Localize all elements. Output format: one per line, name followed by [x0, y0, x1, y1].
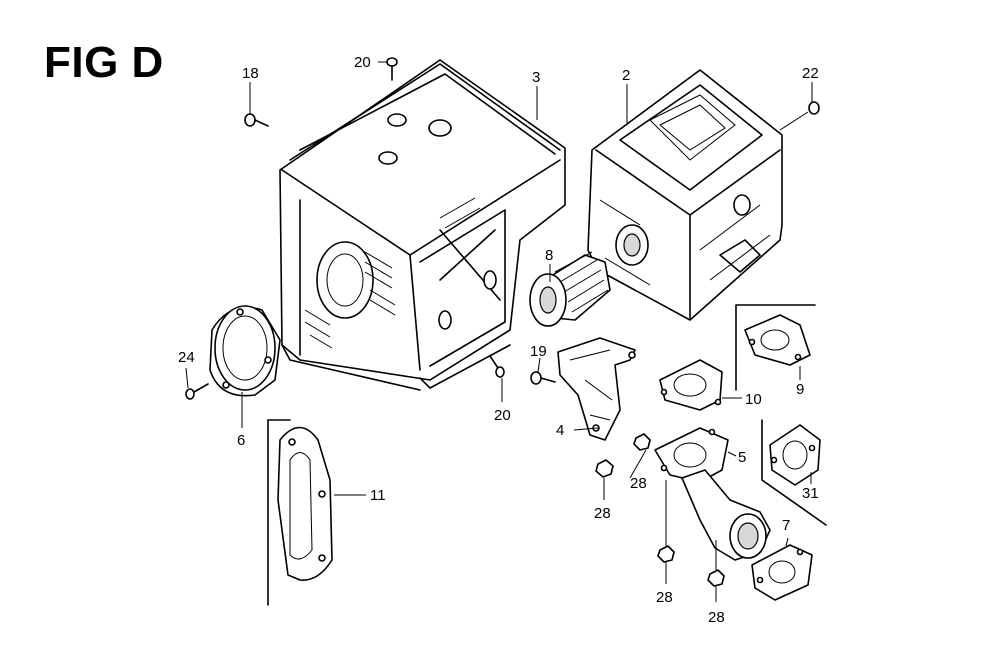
- nut-28-c: [657, 545, 675, 563]
- gasket-part-31: [761, 419, 827, 526]
- muffler-part: [587, 69, 783, 321]
- callout-18: 18: [242, 65, 259, 82]
- callout-11: 11: [370, 487, 386, 504]
- callout-19: 19: [530, 343, 547, 360]
- callout-31: 31: [802, 485, 819, 502]
- callout-28-d: 28: [708, 609, 725, 626]
- spark-arrester-part: [529, 251, 611, 327]
- nut-28-d: [707, 569, 725, 587]
- callout-8: 8: [545, 247, 553, 264]
- callout-20-bottom: 20: [494, 407, 511, 424]
- callout-5: 5: [738, 449, 746, 466]
- nut-28-b: [595, 459, 614, 478]
- bolt-20-bottom: [489, 355, 505, 378]
- callout-9: 9: [796, 381, 804, 398]
- callout-10: 10: [745, 391, 762, 408]
- callout-7: 7: [782, 517, 790, 534]
- bolt-24: [185, 383, 209, 400]
- gasket-part-9: [735, 304, 816, 391]
- bolt-20-top: [386, 57, 398, 81]
- callout-20-top: 20: [354, 54, 371, 71]
- bracket-part: [557, 337, 636, 441]
- callout-3: 3: [532, 69, 540, 86]
- callout-24: 24: [178, 349, 195, 366]
- callout-28-a: 28: [630, 475, 647, 492]
- muffler-protector-part: [279, 59, 566, 391]
- figure-title: FIG D: [44, 38, 164, 87]
- callout-2: 2: [622, 67, 630, 84]
- bolt-22: [808, 101, 820, 115]
- callout-4: 4: [556, 422, 564, 439]
- callout-labels: 18 20 3 2 22 8 24 6 20 19 9 10 4 5 31 28…: [178, 54, 819, 626]
- callout-28-b: 28: [594, 505, 611, 522]
- leader-lines: [185, 61, 813, 602]
- bolt-18: [244, 113, 269, 127]
- callout-28-c: 28: [656, 589, 673, 606]
- gasket-part-7: [751, 544, 813, 601]
- nut-28-a: [633, 433, 651, 451]
- exhaust-pipe-part: [654, 427, 771, 561]
- callout-6: 6: [237, 432, 245, 449]
- gasket-part-10: [659, 359, 723, 411]
- callout-22: 22: [802, 65, 819, 82]
- exhaust-deflector-part: [209, 305, 281, 397]
- cover-part: [267, 419, 333, 606]
- fasteners: [185, 57, 820, 587]
- bolt-19: [530, 371, 556, 385]
